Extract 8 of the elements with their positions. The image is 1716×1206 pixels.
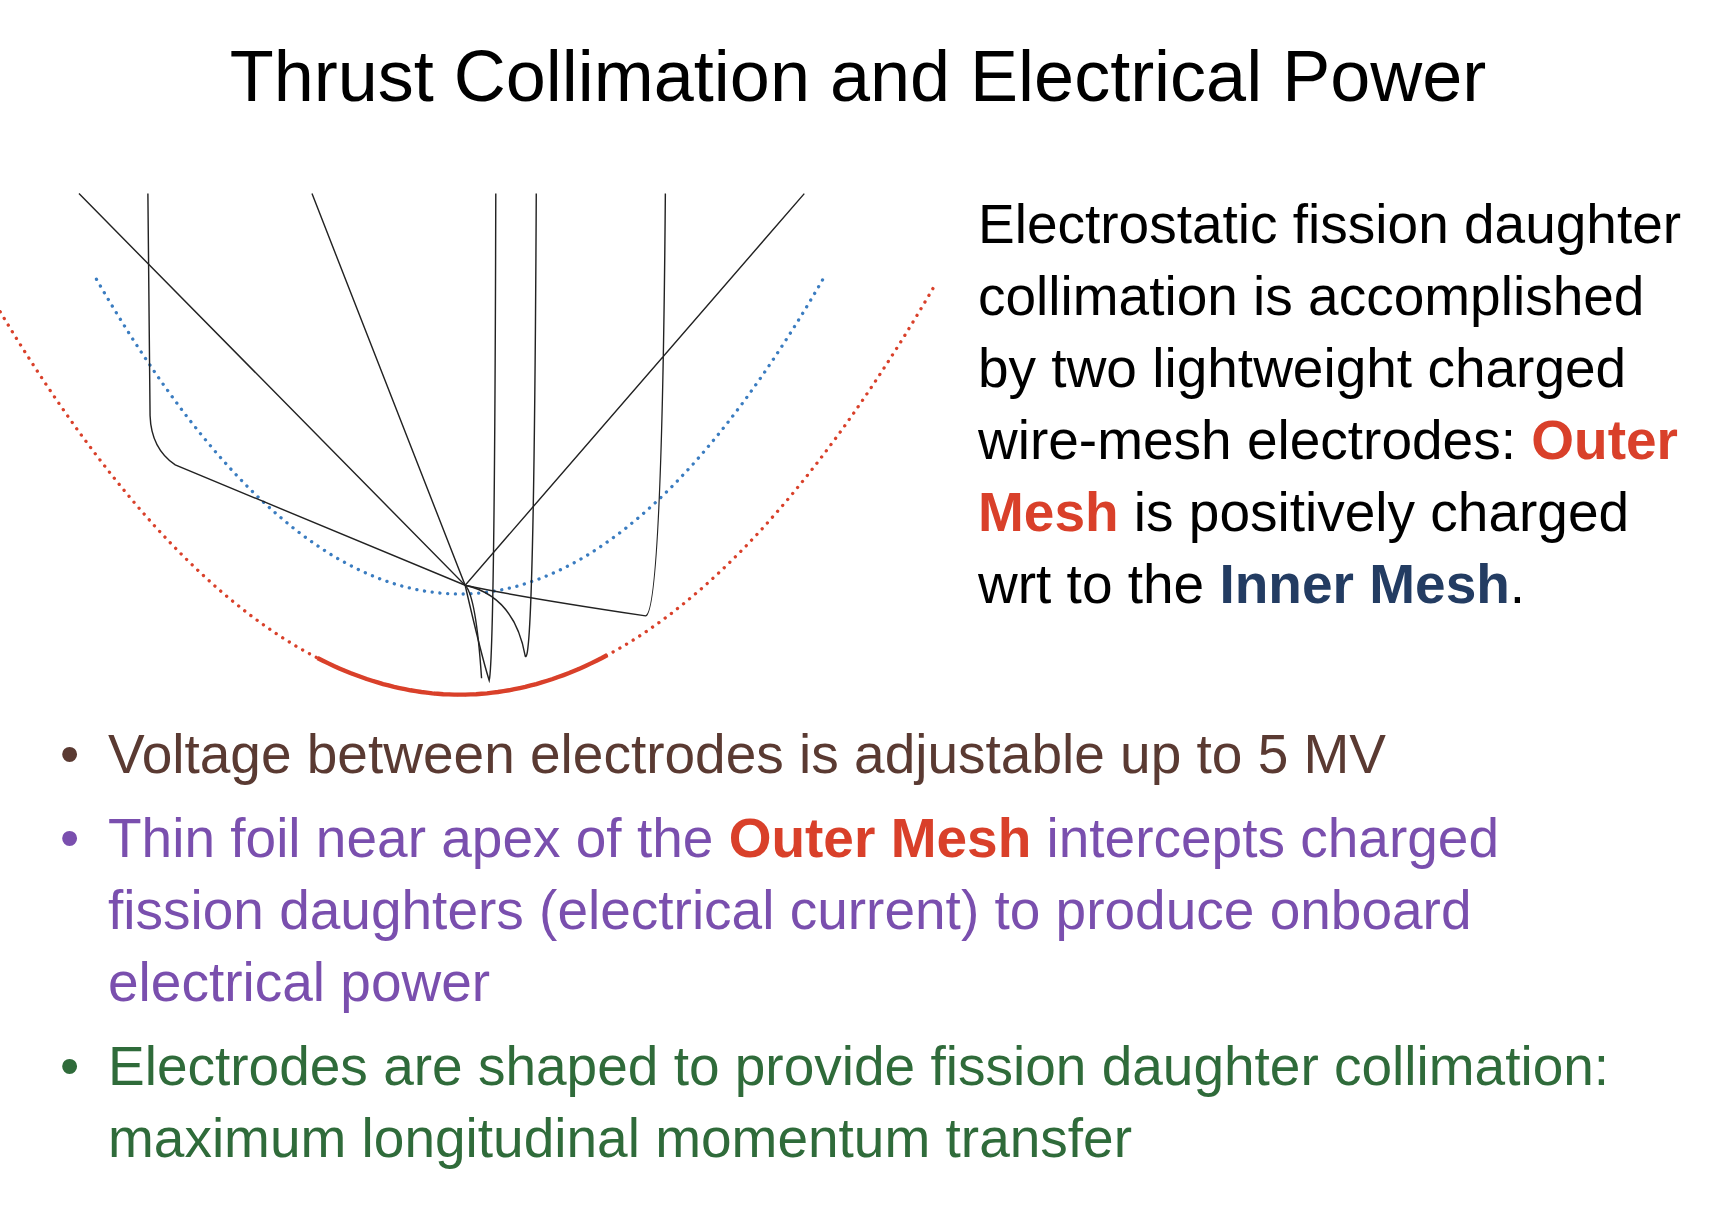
bullet-marker: • — [60, 806, 81, 871]
bullet-marker: • — [60, 1034, 81, 1099]
description-text: Electrostatic fission daughter collimation is accomplished by two lightweight charged wire-mesh electrodes: Outer Mesh is positively charged wrt to the Inner Mesh. — [978, 192, 1683, 617]
bullet-text: Electrodes are shaped to provide fission daughter collimation: maximum longitudinal momentum transfer — [108, 1034, 1611, 1171]
slide-title: Thrust Collimation and Electrical Power — [228, 35, 1488, 117]
bullet-text: Thin foil near apex of the Outer Mesh intercepts charged fission daughters (electrical current) to produce onboard electrical power — [108, 806, 1500, 1015]
bullet-text: Voltage between electrodes is adjustable up to 5 MV — [108, 722, 1388, 787]
bullet-marker: • — [60, 722, 81, 787]
